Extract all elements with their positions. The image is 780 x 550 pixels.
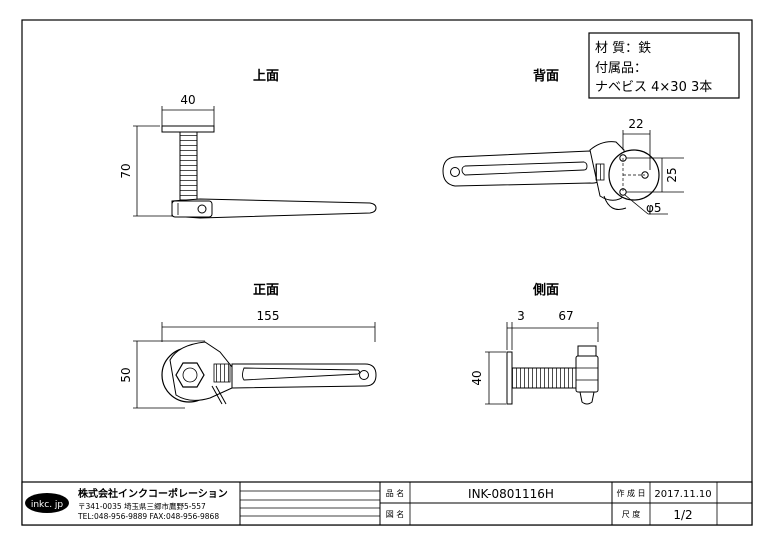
back-view: 22 25 φ5 [442,117,684,215]
logo-badge [25,493,69,513]
dim-top-width: 40 [180,93,195,107]
top-view: 40 70 [119,93,377,219]
scale-value: 1/2 [673,508,692,522]
company-name: 株式会社インクコーポレーション [78,487,228,500]
side-view: 3 67 40 [470,309,599,405]
scale-label: 尺 度 [622,509,641,519]
product-name-label: 品 名 [386,488,405,498]
front-view: 155 50 [119,309,377,409]
dim-side-height: 40 [470,370,484,385]
created-label: 作 成 日 [616,488,645,498]
notes-box: 材 質：鉄 付属品： ナベビス 4×30 3本 [588,32,740,99]
dim-back-pitch-h: 22 [628,117,643,131]
drawing-name-label: 図 名 [386,509,405,519]
screws-note: ナベビス 4×30 3本 [595,80,712,95]
view-label-front: 正面 [253,283,279,298]
view-label-top: 上面 [253,69,279,84]
dim-front-width: 155 [257,309,280,323]
material-note: 材 質：鉄 [595,41,651,56]
accessories-label: 付属品： [595,61,647,76]
dim-side-depth: 67 [558,309,573,323]
dim-back-hole: φ5 [646,201,662,215]
company-address: 〒341-0035 埼玉県三郷市鷹野5-557 [78,501,206,511]
title-block: inkc. jp 株式会社インクコーポレーション 〒341-0035 埼玉県三郷… [21,481,753,526]
dim-back-pitch-v: 25 [665,167,679,182]
view-label-side: 側面 [532,282,559,298]
dim-top-height: 70 [119,163,133,178]
dim-side-plate: 3 [517,309,525,323]
created-date: 2017.11.10 [654,489,711,500]
logo-text: inkc. jp [31,500,64,510]
dim-front-height: 50 [119,367,133,382]
product-name: INK-0801116H [468,487,554,501]
company-contact: TEL:048-956-9889 FAX:048-956-9868 [77,512,219,521]
view-label-back: 背面 [533,68,559,84]
